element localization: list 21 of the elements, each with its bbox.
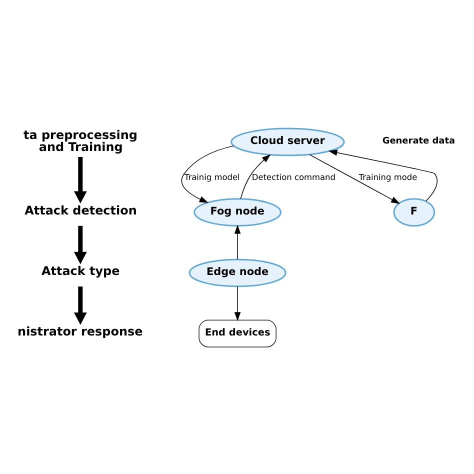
edge-label: Training mode xyxy=(358,172,418,182)
edge-label: Trainig model xyxy=(184,172,240,182)
node-ellipse: F xyxy=(393,198,436,227)
node-ellipse: Fog node xyxy=(194,198,282,227)
arrow xyxy=(234,286,241,322)
node-text: Attack detection xyxy=(24,203,137,218)
node-text: Attack type xyxy=(41,264,120,278)
edge-label: Detection command xyxy=(252,172,336,182)
arrow xyxy=(74,226,87,264)
arrow xyxy=(74,156,87,204)
arrow xyxy=(181,146,234,203)
node-ellipse: Edge node xyxy=(188,258,286,288)
arrow xyxy=(240,154,271,200)
arrow xyxy=(309,154,400,204)
node-text: nistrator response xyxy=(18,324,143,339)
arrow xyxy=(328,150,438,202)
node-text: ta preprocessing and Training xyxy=(24,128,138,154)
label: Generate data xyxy=(382,136,456,147)
arrow xyxy=(234,224,241,260)
node-box: End devices xyxy=(198,320,276,348)
arrow xyxy=(74,286,87,325)
